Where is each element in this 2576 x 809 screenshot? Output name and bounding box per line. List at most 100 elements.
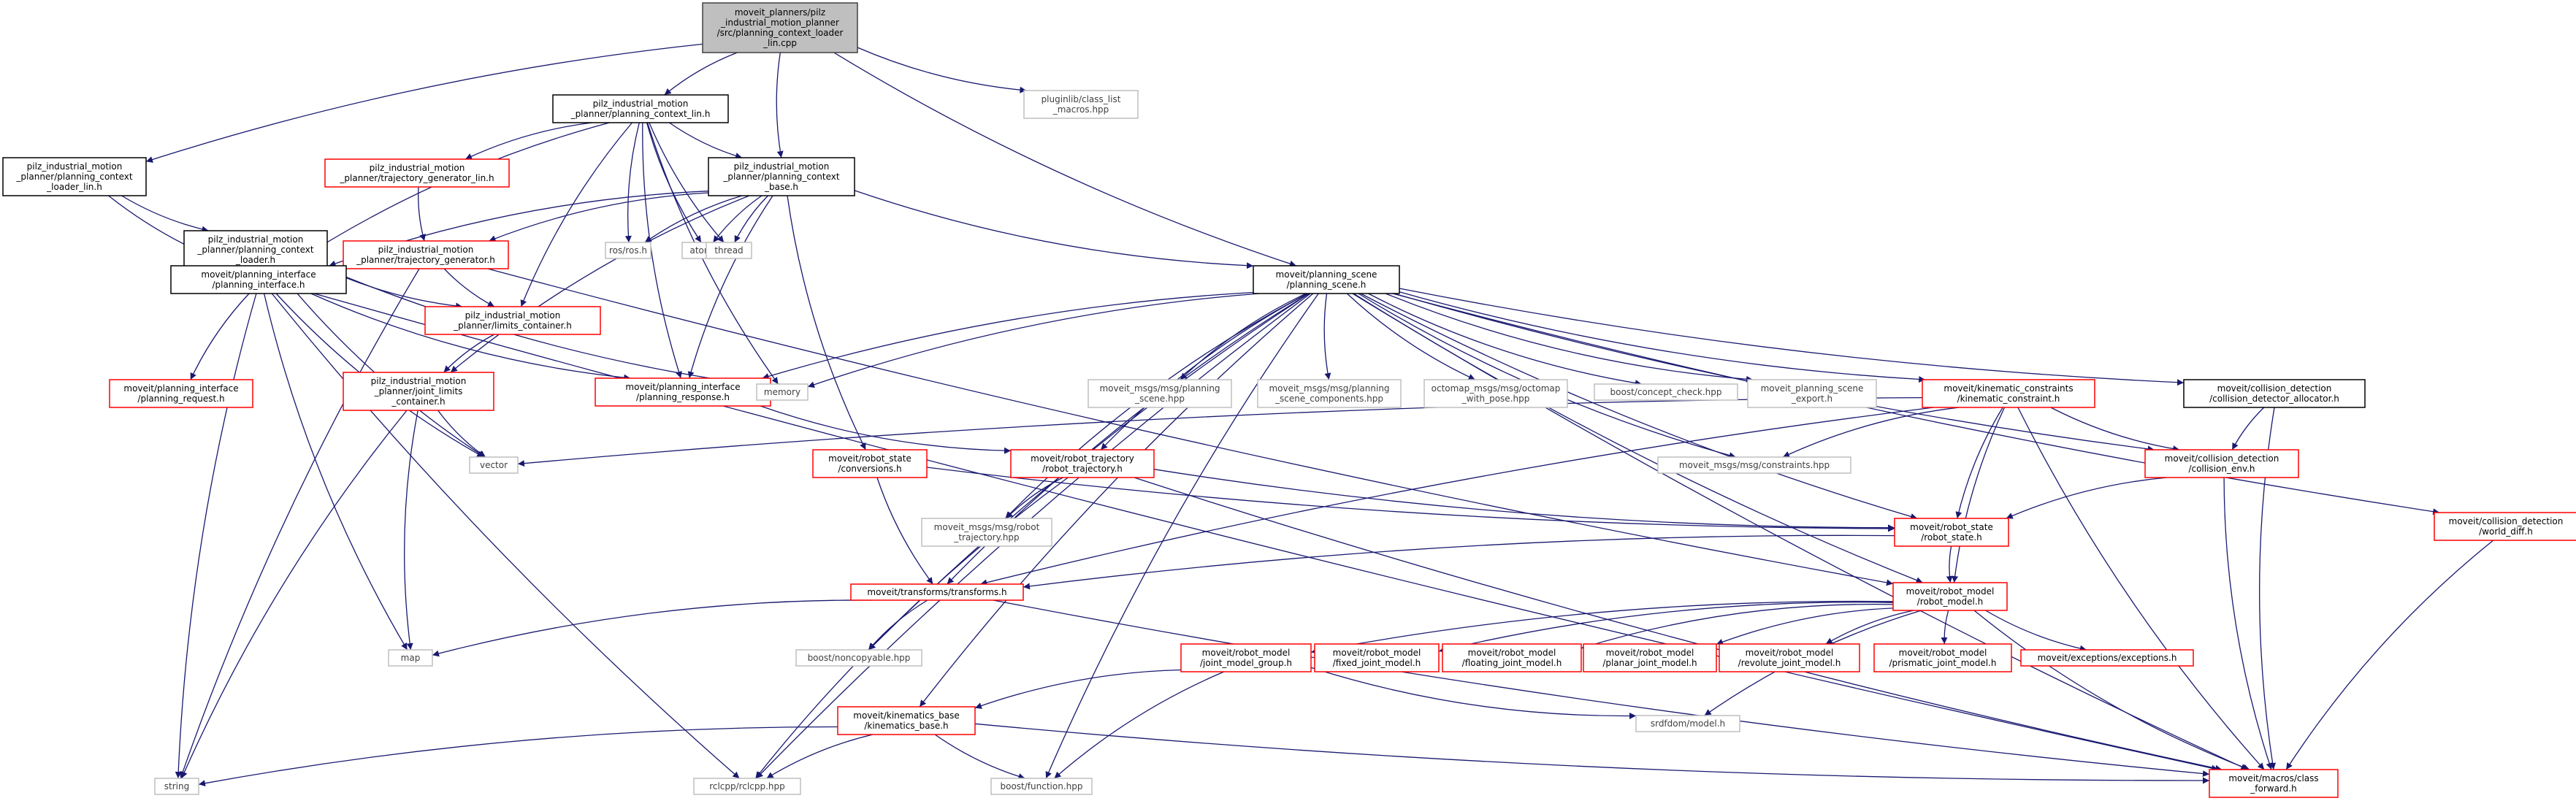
node-thread[interactable]: thread [706,242,752,259]
node-box [1657,456,1851,474]
node-boostcc[interactable]: boost/concept_check.hpp [1594,383,1738,401]
edge-kb_h-to-cf_h [974,723,2210,784]
node-tgl-h[interactable]: pilz_industrial_motion_planner/trajector… [324,158,510,188]
edge-rsconv_h-to-rs_h [926,467,1895,532]
edge-kc_h-to-constraints_hpp [1782,407,1960,458]
node-kc-h[interactable]: moveit/kinematic_constraints/kinematic_c… [1922,379,2095,408]
node-label-line: _forward.h [2250,783,2296,794]
node-tf-h[interactable]: moveit/transforms/transforms.h [850,583,1024,601]
edge-pcb_h-to-tg_h [489,192,709,242]
node-label-line: /collision_detector_allocator.h [2209,394,2339,404]
node-label-line: map [401,653,421,663]
node-ps-h[interactable]: moveit/planning_scene/planning_scene.h [1253,265,1400,294]
node-box [109,379,253,408]
node-label-line: /planning_interface.h [212,280,305,290]
node-label-line: pilz_industrial_motion [593,99,689,109]
node-mpsc-hpp[interactable]: moveit_msgs/msg/planning_scene_component… [1257,379,1402,408]
node-vector[interactable]: vector [469,456,519,474]
node-box [812,449,928,478]
node-fixed-h[interactable]: moveit/robot_model/fixed_joint_model.h [1314,643,1440,672]
node-rs-h[interactable]: moveit/robot_state/robot_state.h [1894,518,2009,547]
edge-pcload_h-to-memory [325,268,757,388]
node-rosh[interactable]: ros/ros.h [605,242,651,259]
node-label-line: moveit/robot_state [1910,522,1993,532]
node-label-line: _planner/trajectory_generator_lin.h [339,173,494,183]
node-planar-h[interactable]: moveit/robot_model/planar_joint_model.h [1583,643,1717,672]
node-box [850,583,1024,601]
node-revolute-h[interactable]: moveit/robot_model/revolute_joint_model.… [1719,643,1860,672]
node-label-line: _loader_lin.h [46,182,102,192]
node-cf-h[interactable]: moveit/macros/class_forward.h [2209,769,2339,798]
node-box [1010,449,1155,478]
node-rt-h[interactable]: moveit/robot_trajectory/robot_trajectory… [1010,449,1155,478]
node-label-line: /planar_joint_model.h [1602,658,1697,668]
node-srdf-h[interactable]: srdfdom/model.h [1635,715,1740,732]
node-floating-h[interactable]: moveit/robot_model/floating_joint_model.… [1442,643,1582,672]
edge-pcb_h-to-rosh [644,195,743,243]
node-label-line: moveit/robot_model [1468,648,1556,658]
node-label-line: _scene.hpp [1134,394,1185,404]
node-box [552,94,729,123]
node-boostfn[interactable]: boost/function.hpp [990,778,1093,795]
node-mps-hpp[interactable]: moveit_msgs/msg/planning_scene.hpp [1088,379,1232,408]
node-tg-h[interactable]: pilz_industrial_motion_planner/trajector… [343,240,509,269]
node-box [1894,518,2009,547]
node-label-line: _planner/limits_container.h [453,321,572,331]
node-pcload-h[interactable]: pilz_industrial_motion_planner/planning_… [183,230,328,269]
node-label-line: /kinematic_constraint.h [1957,394,2060,404]
node-label-line: moveit/macros/class [2228,773,2318,783]
node-label-line: _planner/planning_context [722,172,839,182]
node-pse-h[interactable]: moveit_planning_scene_export.h [1747,379,1877,408]
node-label-line: pilz_industrial_motion [208,234,304,245]
node-label-line: pilz_industrial_motion [27,161,123,172]
node-prismatic-h[interactable]: moveit/robot_model/prismatic_joint_model… [1873,643,2012,672]
edge-rm_h-to-planar_h [1716,607,1894,645]
node-label-line: _base.h [764,182,798,192]
node-rclcpp-hpp[interactable]: rclcpp/rclcpp.hpp [693,778,801,795]
edge-pi_h-to-preq_h [190,293,250,380]
node-exc-h[interactable]: moveit/exceptions/exceptions.h [2020,649,2194,667]
node-pcl-h[interactable]: pilz_industrial_motion_planner/planning_… [552,94,729,123]
node-box [708,157,855,196]
node-label-line: moveit/kinematic_constraints [1944,383,2073,394]
node-label-line: /src/planning_context_loader [717,28,844,38]
node-classlist[interactable]: pluginlib/class_list_macros.hpp [1023,90,1139,119]
node-presp-h[interactable]: moveit/planning_interface/planning_respo… [595,377,771,407]
node-mrt-hpp[interactable]: moveit_msgs/msg/robot_trajectory.hpp [921,518,1052,547]
node-boostnc[interactable]: boost/noncopyable.hpp [795,649,922,667]
edge-cda_h-to-ce_h [2231,407,2265,450]
node-jmg-h[interactable]: moveit/robot_model/joint_model_group.h [1180,643,1312,672]
node-box [1594,383,1738,401]
node-ce-h[interactable]: moveit/collision_detection/collision_env… [2144,449,2299,478]
node-box [1747,379,1877,408]
node-label-line: pilz_industrial_motion [465,310,561,321]
node-octomap-hpp[interactable]: octomap_msgs/msg/octomap_with_pose.hpp [1423,379,1568,408]
node-lc-h[interactable]: pilz_industrial_motion_planner/limits_co… [424,306,601,335]
node-string[interactable]: string [154,778,199,795]
node-memory[interactable]: memory [756,383,809,401]
node-constraints-hpp[interactable]: moveit_msgs/msg/constraints.hpp [1657,456,1851,474]
edge-pcl_h-to-pcb_h [669,122,743,159]
node-jl-h[interactable]: pilz_industrial_motion_planner/joint_lim… [343,372,494,411]
node-rm-h[interactable]: moveit/robot_model/robot_model.h [1892,582,2008,611]
node-preq-h[interactable]: moveit/planning_interface/planning_reque… [109,379,253,408]
node-label-line: _planner/trajectory_generator.h [356,255,495,265]
node-label-line: moveit/robot_model [1606,648,1694,658]
node-pcll-h[interactable]: pilz_industrial_motion_planner/planning_… [2,157,147,196]
node-pcb-h[interactable]: pilz_industrial_motion_planner/planning_… [708,157,855,196]
edge-tg_h-to-string [179,268,420,779]
node-root[interactable]: moveit_planners/pilz_industrial_motion_p… [702,2,858,53]
node-kb-h[interactable]: moveit/kinematics_base/kinematics_base.h [837,706,976,735]
node-cda-h[interactable]: moveit/collision_detection/collision_det… [2183,379,2366,408]
node-label-line: _industrial_motion_planner [720,18,839,28]
edge-rt_h-to-rs_h [1153,469,1895,532]
edge-ps_h-to-kc_h [1399,291,1926,383]
node-label-line: pilz_industrial_motion [734,161,830,172]
node-pi-h[interactable]: moveit/planning_interface/planning_inter… [170,265,347,294]
node-rsconv-h[interactable]: moveit/robot_state/conversions.h [812,449,928,478]
edge-pcb_h-to-ps_h [854,190,1254,269]
node-wd-h[interactable]: moveit/collision_detection/world_diff.h [2434,512,2576,541]
edge-rm_h-to-cf_h [1973,610,2250,770]
node-map[interactable]: map [388,649,433,667]
